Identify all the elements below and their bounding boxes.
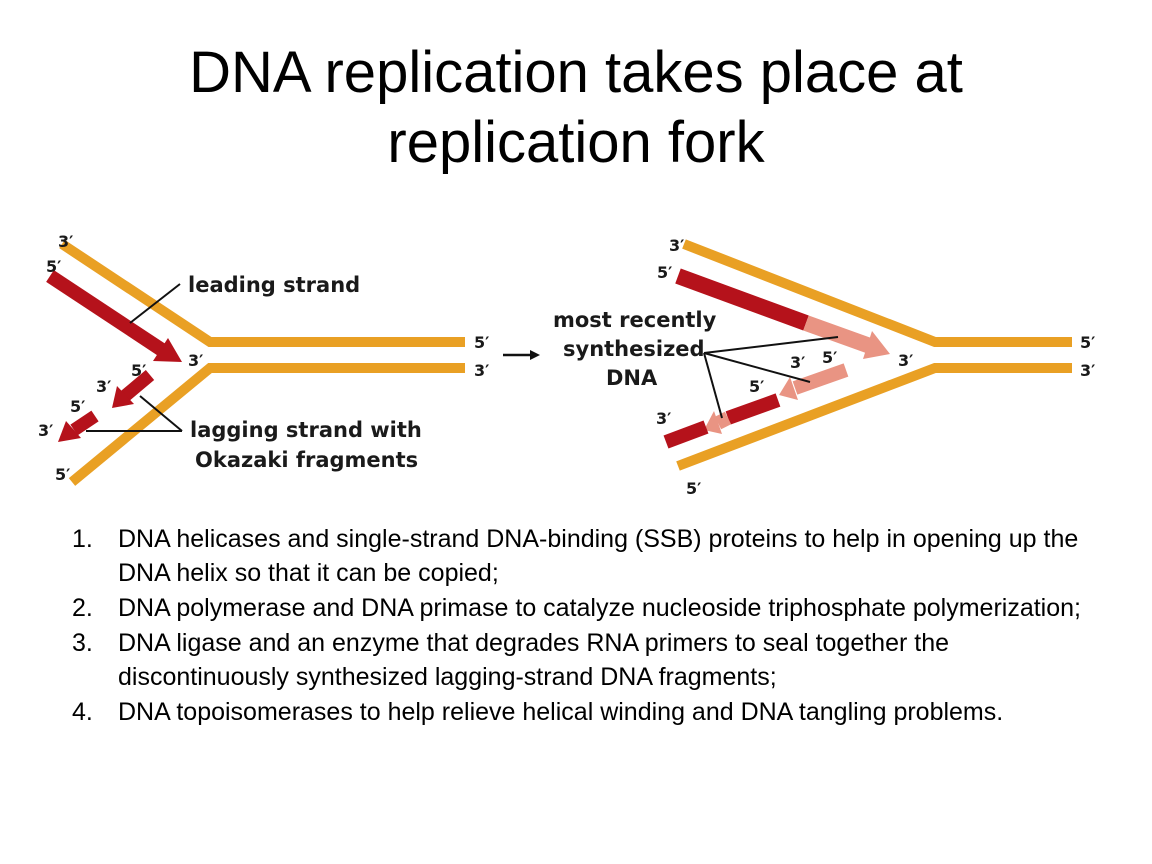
left-bottom-parental-strand — [68, 363, 465, 486]
right-lagging-recent-lower-head — [704, 411, 722, 434]
list-text: DNA ligase and an enzyme that degrades R… — [118, 629, 950, 691]
lagging-pointer-1 — [139, 395, 183, 432]
recent-pointer-1 — [703, 336, 839, 354]
okazaki-fragment-1 — [120, 370, 155, 401]
end-label: 5′ — [474, 333, 489, 352]
end-label: 3′ — [898, 351, 913, 370]
recent-dna-label-line-3: DNA — [606, 366, 658, 390]
left-top-parental-strand — [59, 239, 465, 347]
leading-strand-arrowhead — [153, 338, 182, 362]
title-line-1: DNA replication takes place at — [189, 40, 963, 105]
recent-dna-label-line-2: synthesized — [563, 337, 705, 361]
left-panel: leading strand lagging strand with Okaza… — [38, 232, 489, 486]
list-text: DNA helicases and single-strand DNA-bind… — [118, 525, 1079, 587]
list-item: 3. DNA ligase and an enzyme that degrades… — [72, 626, 1112, 694]
right-leading-recent — [803, 315, 873, 354]
list-text: DNA polymerase and DNA primase to cataly… — [118, 594, 1081, 622]
panel-transition-arrow — [503, 350, 540, 360]
left-pointer-lines — [86, 283, 183, 432]
replication-steps-list: 1. DNA helicases and single-strand DNA-bi… — [72, 522, 1112, 730]
right-lagging-recent-upper — [792, 363, 849, 395]
slide-title: DNA replication takes place at replicati… — [0, 38, 1152, 178]
end-label: 3′ — [669, 236, 684, 255]
right-top-parental-strand — [682, 239, 1072, 347]
list-text: DNA topoisomerases to help relieve helic… — [118, 698, 1004, 726]
right-leading-strand — [675, 268, 890, 359]
right-leading-recent-head — [863, 331, 890, 359]
okazaki-fragments — [58, 370, 155, 442]
list-number: 4. — [72, 698, 93, 726]
end-label: 5′ — [686, 479, 701, 498]
left-parental-strands — [59, 239, 465, 486]
right-lagging-fragments — [663, 363, 849, 449]
end-label: 5′ — [70, 397, 85, 416]
okazaki-fragment-1-head — [112, 386, 134, 408]
replication-fork-diagram: leading strand lagging strand with Okaza… — [38, 232, 1095, 498]
list-item: 1. DNA helicases and single-strand DNA-bi… — [72, 522, 1112, 590]
end-label: 5′ — [131, 361, 146, 380]
recent-pointer-3 — [703, 352, 723, 419]
end-label: 3′ — [790, 353, 805, 372]
list-item: 2. DNA polymerase and DNA primase to cata… — [72, 591, 1112, 625]
right-bottom-parental-strand — [676, 363, 1072, 471]
left-leading-strand — [46, 270, 182, 362]
end-label: 3′ — [58, 232, 73, 251]
list-item: 4. DNA topoisomerases to help relieve hel… — [72, 695, 1112, 729]
leading-strand-label: leading strand — [188, 273, 360, 297]
list-number: 1. — [72, 525, 93, 553]
right-lagging-old-mid — [725, 393, 781, 425]
recent-dna-label-line-1: most recently — [553, 308, 717, 332]
end-label: 3′ — [38, 421, 53, 440]
end-label: 5′ — [55, 465, 70, 484]
title-line-2: replication fork — [387, 110, 765, 175]
right-leading-old — [675, 268, 809, 331]
end-label: 5′ — [822, 348, 837, 367]
right-panel: most recently synthesized DNA 3′ 5′ 3′ 3… — [553, 236, 1095, 498]
lagging-strand-label-line-2: Okazaki fragments — [195, 448, 418, 472]
end-label: 3′ — [188, 351, 203, 370]
end-label: 3′ — [96, 377, 111, 396]
right-lagging-recent-upper-head — [779, 377, 798, 400]
list-number: 3. — [72, 629, 93, 657]
right-pointer-lines — [703, 336, 839, 419]
lagging-strand-label-line-1: lagging strand with — [190, 418, 422, 442]
end-label: 5′ — [46, 257, 61, 276]
end-label: 3′ — [474, 361, 489, 380]
list-number: 2. — [72, 594, 93, 622]
recent-pointer-2 — [703, 352, 811, 383]
leading-pointer — [129, 283, 181, 324]
okazaki-fragment-2 — [70, 410, 99, 436]
right-parental-strands — [676, 239, 1072, 471]
end-label: 3′ — [1080, 361, 1095, 380]
leading-strand-body — [46, 270, 166, 356]
okazaki-fragment-2-head — [58, 421, 81, 442]
right-lagging-recent-lower — [714, 411, 732, 430]
end-label: 5′ — [1080, 333, 1095, 352]
right-lagging-old-lower — [663, 420, 709, 449]
end-label: 3′ — [656, 409, 671, 428]
end-label: 5′ — [657, 263, 672, 282]
end-label: 5′ — [749, 377, 764, 396]
